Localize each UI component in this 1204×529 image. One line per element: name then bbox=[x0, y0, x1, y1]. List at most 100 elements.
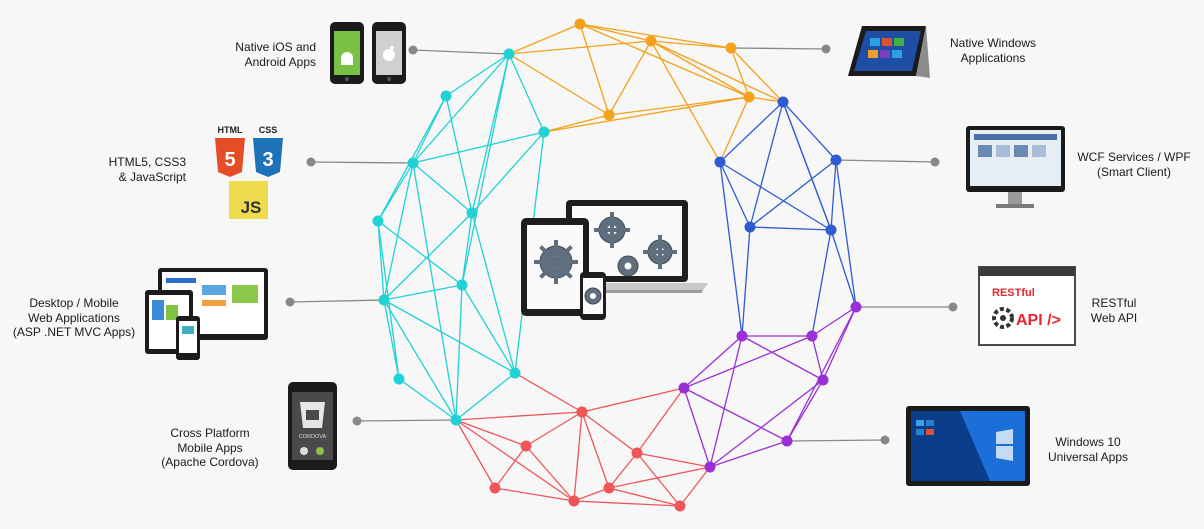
network-edge bbox=[412, 162, 457, 421]
network-node bbox=[674, 500, 686, 512]
network-edge bbox=[811, 229, 832, 337]
network-node bbox=[503, 48, 515, 60]
network-edge bbox=[573, 500, 681, 507]
connector-line bbox=[730, 47, 827, 50]
network-edge bbox=[508, 40, 652, 55]
network-edge bbox=[730, 47, 784, 103]
network-edge bbox=[579, 23, 750, 98]
network-edge bbox=[471, 131, 545, 214]
network-edge bbox=[679, 466, 711, 507]
network-edge bbox=[494, 445, 527, 489]
network-edge bbox=[683, 387, 788, 442]
network-edge bbox=[525, 445, 575, 502]
network-edge bbox=[650, 40, 784, 103]
network-edge bbox=[782, 101, 837, 161]
network-edge bbox=[608, 487, 681, 507]
network-node bbox=[744, 221, 756, 233]
network-node bbox=[568, 495, 580, 507]
network-edge bbox=[543, 96, 750, 133]
network-edge bbox=[749, 159, 837, 228]
network-node bbox=[781, 435, 793, 447]
network-edge bbox=[608, 96, 750, 116]
network-edge bbox=[581, 387, 685, 413]
network-node bbox=[538, 126, 550, 138]
network-edge bbox=[377, 220, 463, 286]
css3-number: 3 bbox=[262, 149, 273, 171]
network-node bbox=[631, 447, 643, 459]
network-node bbox=[450, 414, 462, 426]
network-edge bbox=[730, 47, 750, 98]
network-edge bbox=[830, 229, 857, 308]
connector-line bbox=[310, 161, 414, 164]
label-cross-platform-mobile: Cross Platform Mobile Apps (Apache Cordo… bbox=[161, 426, 259, 469]
label-native-ios-android: Native iOS and Android Apps bbox=[235, 40, 316, 69]
network-edge bbox=[830, 159, 837, 231]
network-edge bbox=[608, 466, 711, 489]
network-node bbox=[825, 224, 837, 236]
network-edge bbox=[650, 40, 732, 49]
html5-number: 5 bbox=[224, 149, 235, 171]
js-badge-text: JS bbox=[241, 198, 262, 217]
network-edge bbox=[719, 161, 751, 228]
network-node bbox=[574, 18, 586, 30]
network-edge bbox=[471, 53, 510, 214]
network-edge bbox=[573, 411, 583, 502]
network-node bbox=[743, 91, 755, 103]
network-node bbox=[603, 482, 615, 494]
connector-lines bbox=[285, 44, 958, 445]
windows-tablet-icon bbox=[848, 26, 930, 78]
network-node bbox=[440, 90, 452, 102]
network-edge bbox=[383, 162, 414, 301]
network-edge bbox=[543, 114, 610, 133]
network-node bbox=[378, 294, 390, 306]
network-node bbox=[456, 279, 468, 291]
network-node bbox=[509, 367, 521, 379]
network-edge bbox=[461, 212, 473, 286]
network-node bbox=[520, 440, 532, 452]
connector-dot bbox=[948, 302, 958, 312]
connector-line bbox=[356, 419, 457, 422]
connector-dot bbox=[880, 435, 890, 445]
network-edge bbox=[741, 226, 751, 337]
network-edge bbox=[412, 53, 510, 164]
network-edge bbox=[455, 284, 463, 421]
html-badge-text: HTML bbox=[218, 125, 243, 135]
network-node bbox=[372, 215, 384, 227]
connector-dot bbox=[352, 416, 362, 426]
network-edge bbox=[383, 284, 463, 301]
restful-title-text: RESTful bbox=[992, 287, 1035, 299]
network-node bbox=[777, 96, 789, 108]
connector-line bbox=[835, 159, 936, 163]
network-edge bbox=[835, 159, 857, 308]
network-edge bbox=[741, 335, 824, 381]
network-edge bbox=[494, 487, 575, 502]
network-node bbox=[850, 301, 862, 313]
network-edge bbox=[508, 53, 545, 133]
network-edge bbox=[525, 411, 583, 447]
network-edge bbox=[683, 335, 743, 389]
network-edge bbox=[383, 212, 473, 301]
connector-line bbox=[786, 439, 886, 442]
network-node bbox=[725, 42, 737, 54]
network-edge bbox=[650, 40, 721, 163]
network-edge bbox=[508, 53, 610, 116]
network-edge bbox=[719, 161, 832, 231]
network-edge bbox=[650, 40, 750, 98]
network-edge bbox=[455, 372, 516, 421]
network-edge bbox=[786, 306, 857, 442]
network-edge bbox=[579, 23, 732, 49]
network-edge bbox=[573, 487, 610, 502]
network-node bbox=[489, 482, 501, 494]
network-edge bbox=[608, 40, 652, 116]
connector-dot bbox=[930, 157, 940, 167]
label-native-windows: Native Windows Applications bbox=[949, 36, 1037, 65]
cordova-phone-icon: CORDOVA bbox=[288, 382, 337, 470]
network-node bbox=[393, 373, 405, 385]
connector-dot bbox=[408, 45, 418, 55]
network-edge bbox=[461, 284, 516, 374]
phones-android-apple-icon bbox=[330, 22, 406, 84]
css-badge-text: CSS bbox=[259, 125, 278, 135]
network-edge bbox=[683, 387, 711, 468]
network-edge bbox=[377, 220, 385, 301]
